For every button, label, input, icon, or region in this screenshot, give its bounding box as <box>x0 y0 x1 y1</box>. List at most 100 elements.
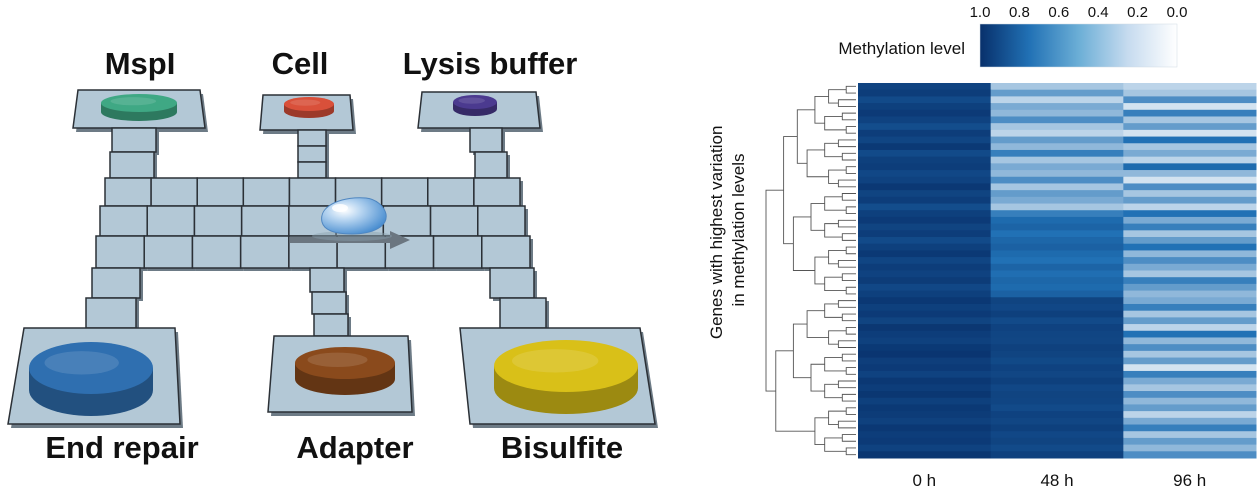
reservoir-lysis-buffer-highlight <box>458 97 485 104</box>
heatmap-cell <box>1123 377 1257 385</box>
electrode-tile <box>109 151 155 179</box>
heatmap-cell <box>1123 116 1257 124</box>
heatmap-cell <box>990 89 1124 97</box>
dendrogram-branch <box>837 179 856 188</box>
dendrogram-branch <box>841 152 856 161</box>
reservoir-cell-highlight <box>290 99 321 106</box>
heatmap-cell <box>858 129 992 138</box>
heatmap-cell <box>990 310 1124 318</box>
heatmap-cell <box>990 377 1124 385</box>
dendrogram-branch <box>845 126 856 134</box>
heatmap-cell <box>1123 357 1257 365</box>
heatmap-cell <box>990 384 1124 392</box>
dendrogram-branch <box>810 203 825 231</box>
electrode-tile <box>95 235 145 269</box>
heatmap-cell <box>990 230 1124 238</box>
heatmap-cell <box>1123 444 1257 452</box>
electrode-tile <box>309 267 345 293</box>
legend-tick-label: 0.4 <box>1088 4 1109 21</box>
heatmap-cell <box>1123 149 1257 158</box>
heatmap-cell <box>858 270 992 278</box>
legend-tick-label: 0.6 <box>1048 4 1069 21</box>
heatmap-cell <box>990 136 1124 144</box>
heatmap-cell <box>858 277 992 285</box>
electrode-tile <box>91 267 141 299</box>
dendrogram-branch <box>765 189 784 392</box>
dendrogram-branch <box>814 256 829 285</box>
heatmap-cell <box>858 370 992 379</box>
heatmap-cell <box>1123 310 1257 318</box>
reservoir-adapter <box>295 347 395 395</box>
electrode-tile <box>239 235 290 269</box>
heatmap-cell <box>1123 391 1257 399</box>
electrode-tile <box>242 177 291 207</box>
heatmap-cell <box>858 431 992 439</box>
heatmap-cell <box>858 404 992 412</box>
reservoir-end-repair-highlight <box>44 351 119 375</box>
electrode-tile <box>469 127 503 153</box>
heatmap-cell <box>858 250 992 258</box>
reservoir-mspi-top <box>101 94 177 112</box>
heatmap-cell <box>990 216 1124 225</box>
heatmap-cell <box>1123 270 1257 278</box>
heatmap-cell <box>858 156 992 164</box>
heatmap-cell <box>858 444 992 452</box>
heatmap-cell <box>990 444 1124 452</box>
heatmap-cell <box>990 431 1124 439</box>
heatmap-cell <box>858 451 992 459</box>
electrode-tile <box>99 205 148 237</box>
heatmap-cell <box>858 283 992 292</box>
dendrogram-branch <box>841 313 856 322</box>
dendrogram-branch <box>783 136 798 245</box>
heatmap-cell <box>1123 404 1257 412</box>
electrode-tile <box>489 267 535 299</box>
dendrogram-branch <box>845 447 856 456</box>
label-adapter: Adapter <box>296 430 413 465</box>
heatmap-cell <box>990 344 1124 352</box>
label-end-repair: End repair <box>45 430 198 465</box>
heatmap-cell <box>858 257 992 265</box>
heatmap-cell <box>858 417 992 426</box>
electrode-tile <box>288 177 337 207</box>
heatmap-cell <box>990 96 1124 104</box>
dendrogram-branch <box>824 276 847 292</box>
dendrogram-branch <box>845 367 856 375</box>
heatmap-cell <box>990 417 1124 426</box>
heatmap-cell <box>990 243 1124 251</box>
heatmap-cell <box>1123 411 1257 419</box>
dendrogram-branch <box>837 380 856 389</box>
heatmap-cell <box>858 303 992 312</box>
dendrogram-branch <box>824 437 847 452</box>
dendrogram-branch <box>841 112 856 121</box>
heatmap-cell <box>1123 170 1257 178</box>
heatmap-cell <box>990 237 1124 245</box>
electrode-tile <box>380 177 429 207</box>
heatmap-cell <box>858 330 992 338</box>
heatmap-cell <box>1123 350 1257 359</box>
heatmap-cell <box>990 250 1124 258</box>
electrode-tile <box>150 177 198 207</box>
dendrogram-branch <box>837 99 856 107</box>
heatmap-cell <box>1123 196 1257 205</box>
legend-tick-label: 0.0 <box>1167 4 1188 21</box>
dendrogram-branch <box>828 249 847 265</box>
electrode-tile <box>474 151 508 179</box>
dendrogram-branch <box>845 286 856 295</box>
reservoir-bisulfite <box>494 340 638 414</box>
heatmap-cell <box>990 156 1124 164</box>
heatmap-cell <box>990 437 1124 446</box>
y-axis-label-line2: in methylation levels <box>729 153 748 306</box>
heatmap-cell <box>1123 123 1257 131</box>
heatmap-cell <box>858 397 992 405</box>
droplet-arrow <box>290 231 410 249</box>
electrode-tile <box>193 205 243 237</box>
heatmap-cell <box>858 310 992 318</box>
heatmap-cell <box>858 176 992 184</box>
heatmap-cell <box>990 364 1124 372</box>
heatmap-cell <box>1123 143 1257 151</box>
legend-colorbar <box>979 23 1178 68</box>
heatmap-cell <box>990 257 1124 265</box>
